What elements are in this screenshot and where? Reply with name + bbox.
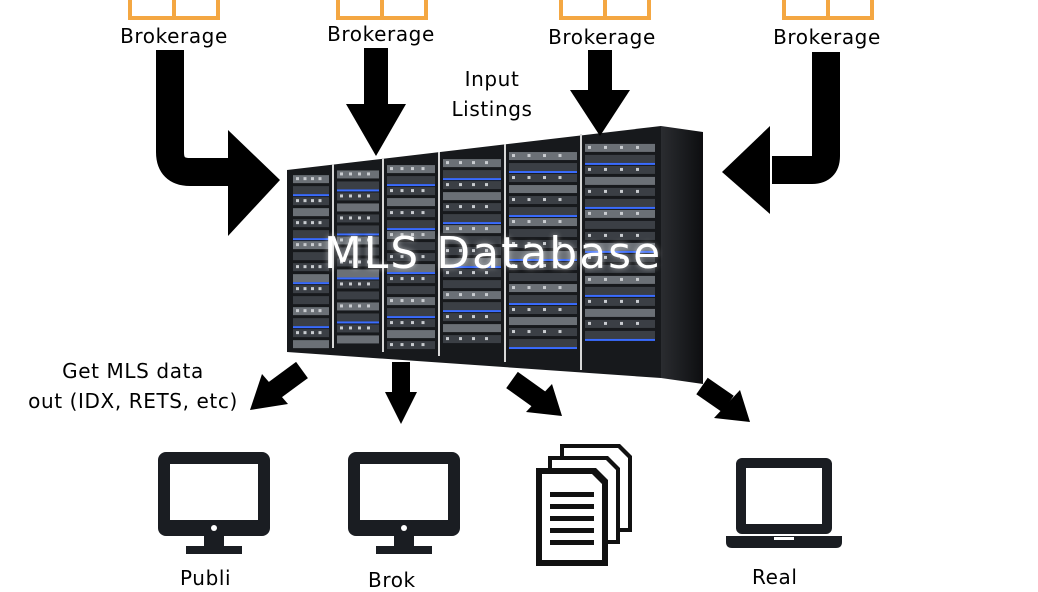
laptop-icon [726, 458, 842, 548]
curved-arrow-icon [722, 52, 840, 214]
brokerage-label: Brokerage [548, 25, 656, 49]
down-arrow-icon [385, 362, 417, 424]
server-rack [287, 126, 703, 384]
documents-stack-icon [536, 444, 632, 566]
output-data-line2: out (IDX, RETS, etc) [28, 389, 238, 413]
brokerage-building-icon [782, 0, 874, 20]
brokerage-label: Brokerage [120, 24, 228, 48]
down-right-arrow-icon [696, 377, 750, 422]
brokerage-building-icon [336, 0, 428, 20]
output-device-label: Publi [180, 566, 232, 590]
output-device-label: Brok [368, 568, 416, 592]
down-right-arrow-icon [506, 371, 562, 416]
output-device-label: Real [752, 565, 798, 589]
output-data-label: Get MLS data out (IDX, RETS, etc) [18, 356, 248, 416]
desktop-monitor-icon [158, 452, 270, 554]
brokerage-label: Brokerage [773, 25, 881, 49]
curved-arrow-icon [156, 50, 280, 236]
input-listings-line2: Listings [451, 97, 533, 121]
brokerage-building-icon [128, 0, 220, 20]
mls-database-title: MLS Database [323, 228, 663, 279]
brokerage-label: Brokerage [327, 22, 435, 46]
desktop-monitor-icon [348, 452, 460, 554]
output-data-line1: Get MLS data [62, 359, 204, 383]
down-left-arrow-icon [250, 361, 308, 410]
input-listings-label: Input Listings [440, 64, 544, 124]
flow-arrows [156, 48, 840, 424]
down-arrow-icon [570, 50, 630, 136]
brokerage-building-icon [559, 0, 651, 20]
input-listings-line1: Input [464, 67, 520, 91]
down-arrow-icon [346, 48, 406, 156]
